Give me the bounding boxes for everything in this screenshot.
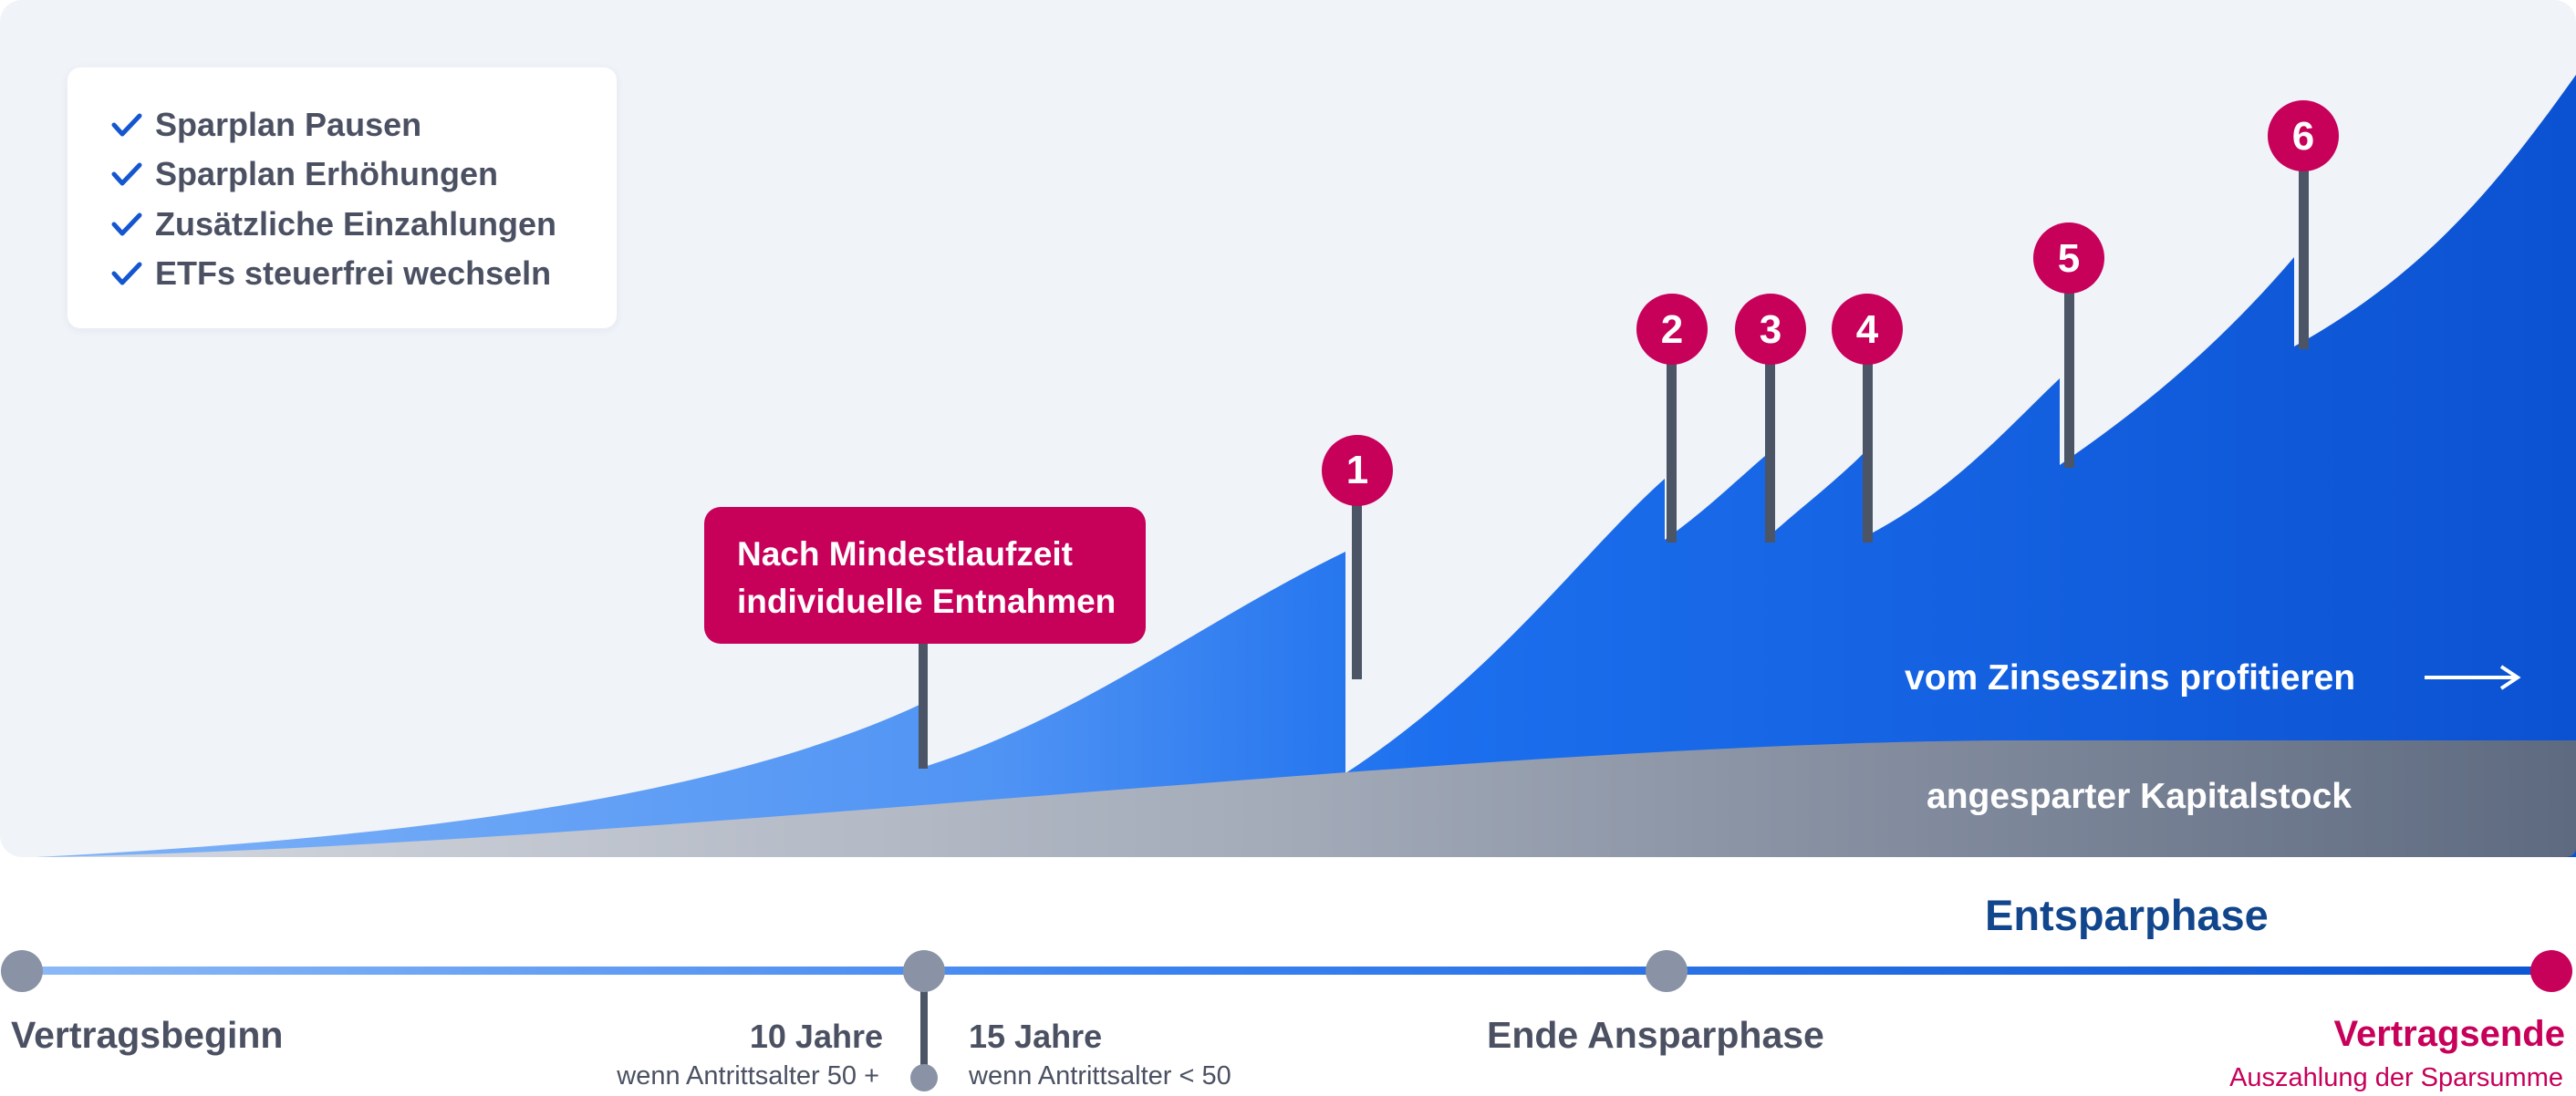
timeline-node-10-15-years	[903, 950, 945, 992]
ten-years-label: 10 Jahre	[749, 1018, 883, 1055]
marker-pole-3	[1765, 360, 1775, 543]
saving-end-label: Ende Ansparphase	[1487, 1014, 1824, 1056]
timeline-node-drop	[910, 1064, 938, 1091]
feature-checklist: Sparplan Pausen Sparplan Erhöhungen Zusä…	[68, 67, 617, 328]
contract-start-label: Vertragsbeginn	[11, 1014, 284, 1056]
fifteen-years-note: wenn Antrittsalter < 50	[969, 1061, 1231, 1091]
marker-5: 5	[2033, 222, 2104, 294]
marker-6-label: 6	[2292, 114, 2314, 159]
marker-4-label: 4	[1856, 307, 1879, 352]
marker-pole-4	[1863, 360, 1873, 543]
checkmark-icon	[111, 162, 142, 186]
marker-pole-5	[2064, 290, 2074, 468]
marker-2-label: 2	[1661, 307, 1683, 352]
callout-pole	[919, 644, 928, 769]
right-arrow-icon	[2425, 665, 2521, 690]
phase-label: Entsparphase	[1985, 891, 2269, 939]
checklist-item: Sparplan Erhöhungen	[111, 150, 498, 199]
checklist-item: Sparplan Pausen	[111, 100, 421, 150]
timeline-drop	[920, 972, 928, 1080]
checklist-item-label: Sparplan Erhöhungen	[155, 155, 499, 192]
callout-line-2: individuelle Entnahmen	[737, 583, 1117, 620]
marker-pole-6	[2299, 169, 2309, 349]
growth-label: vom Zinseszins profitieren	[1905, 658, 2355, 698]
callout-line-1: Nach Mindestlaufzeit	[737, 535, 1073, 573]
withdrawal-callout: Nach Mindestlaufzeit individuelle Entnah…	[704, 507, 1146, 644]
marker-2: 2	[1636, 294, 1708, 365]
marker-3-label: 3	[1760, 307, 1781, 352]
checkmark-icon	[111, 113, 142, 137]
timeline-line	[20, 967, 2552, 975]
checklist-item: Zusätzliche Einzahlungen	[111, 200, 556, 249]
ten-years-note: wenn Antrittsalter 50 +	[617, 1061, 879, 1091]
checklist-item-label: Sparplan Pausen	[155, 106, 422, 143]
marker-3: 3	[1735, 294, 1806, 365]
marker-5-label: 5	[2058, 236, 2080, 281]
marker-6: 6	[2268, 100, 2339, 171]
marker-pole-2	[1667, 360, 1677, 543]
timeline-node-start	[1, 950, 43, 992]
checklist-item-label: Zusätzliche Einzahlungen	[155, 205, 557, 243]
capital-stock-area	[36, 740, 2576, 857]
growth-area	[36, 75, 2576, 857]
contract-end-label: Vertragsende	[2333, 1014, 2565, 1054]
marker-4: 4	[1832, 294, 1903, 365]
marker-1-label: 1	[1346, 448, 1368, 492]
checklist-item-label: ETFs steuerfrei wechseln	[155, 254, 552, 292]
marker-1: 1	[1322, 435, 1393, 506]
timeline-node-contract-end	[2530, 950, 2572, 992]
timeline-node-saving-end	[1646, 950, 1688, 992]
capital-stock-label: angesparter Kapitalstock	[1927, 777, 2352, 816]
fifteen-years-label: 15 Jahre	[969, 1018, 1103, 1055]
marker-pole-1	[1352, 472, 1362, 679]
checklist-item: ETFs steuerfrei wechseln	[111, 249, 551, 298]
contract-end-note: Auszahlung der Sparsumme	[2229, 1063, 2563, 1092]
checkmark-icon	[111, 212, 142, 236]
checkmark-icon	[111, 262, 142, 285]
